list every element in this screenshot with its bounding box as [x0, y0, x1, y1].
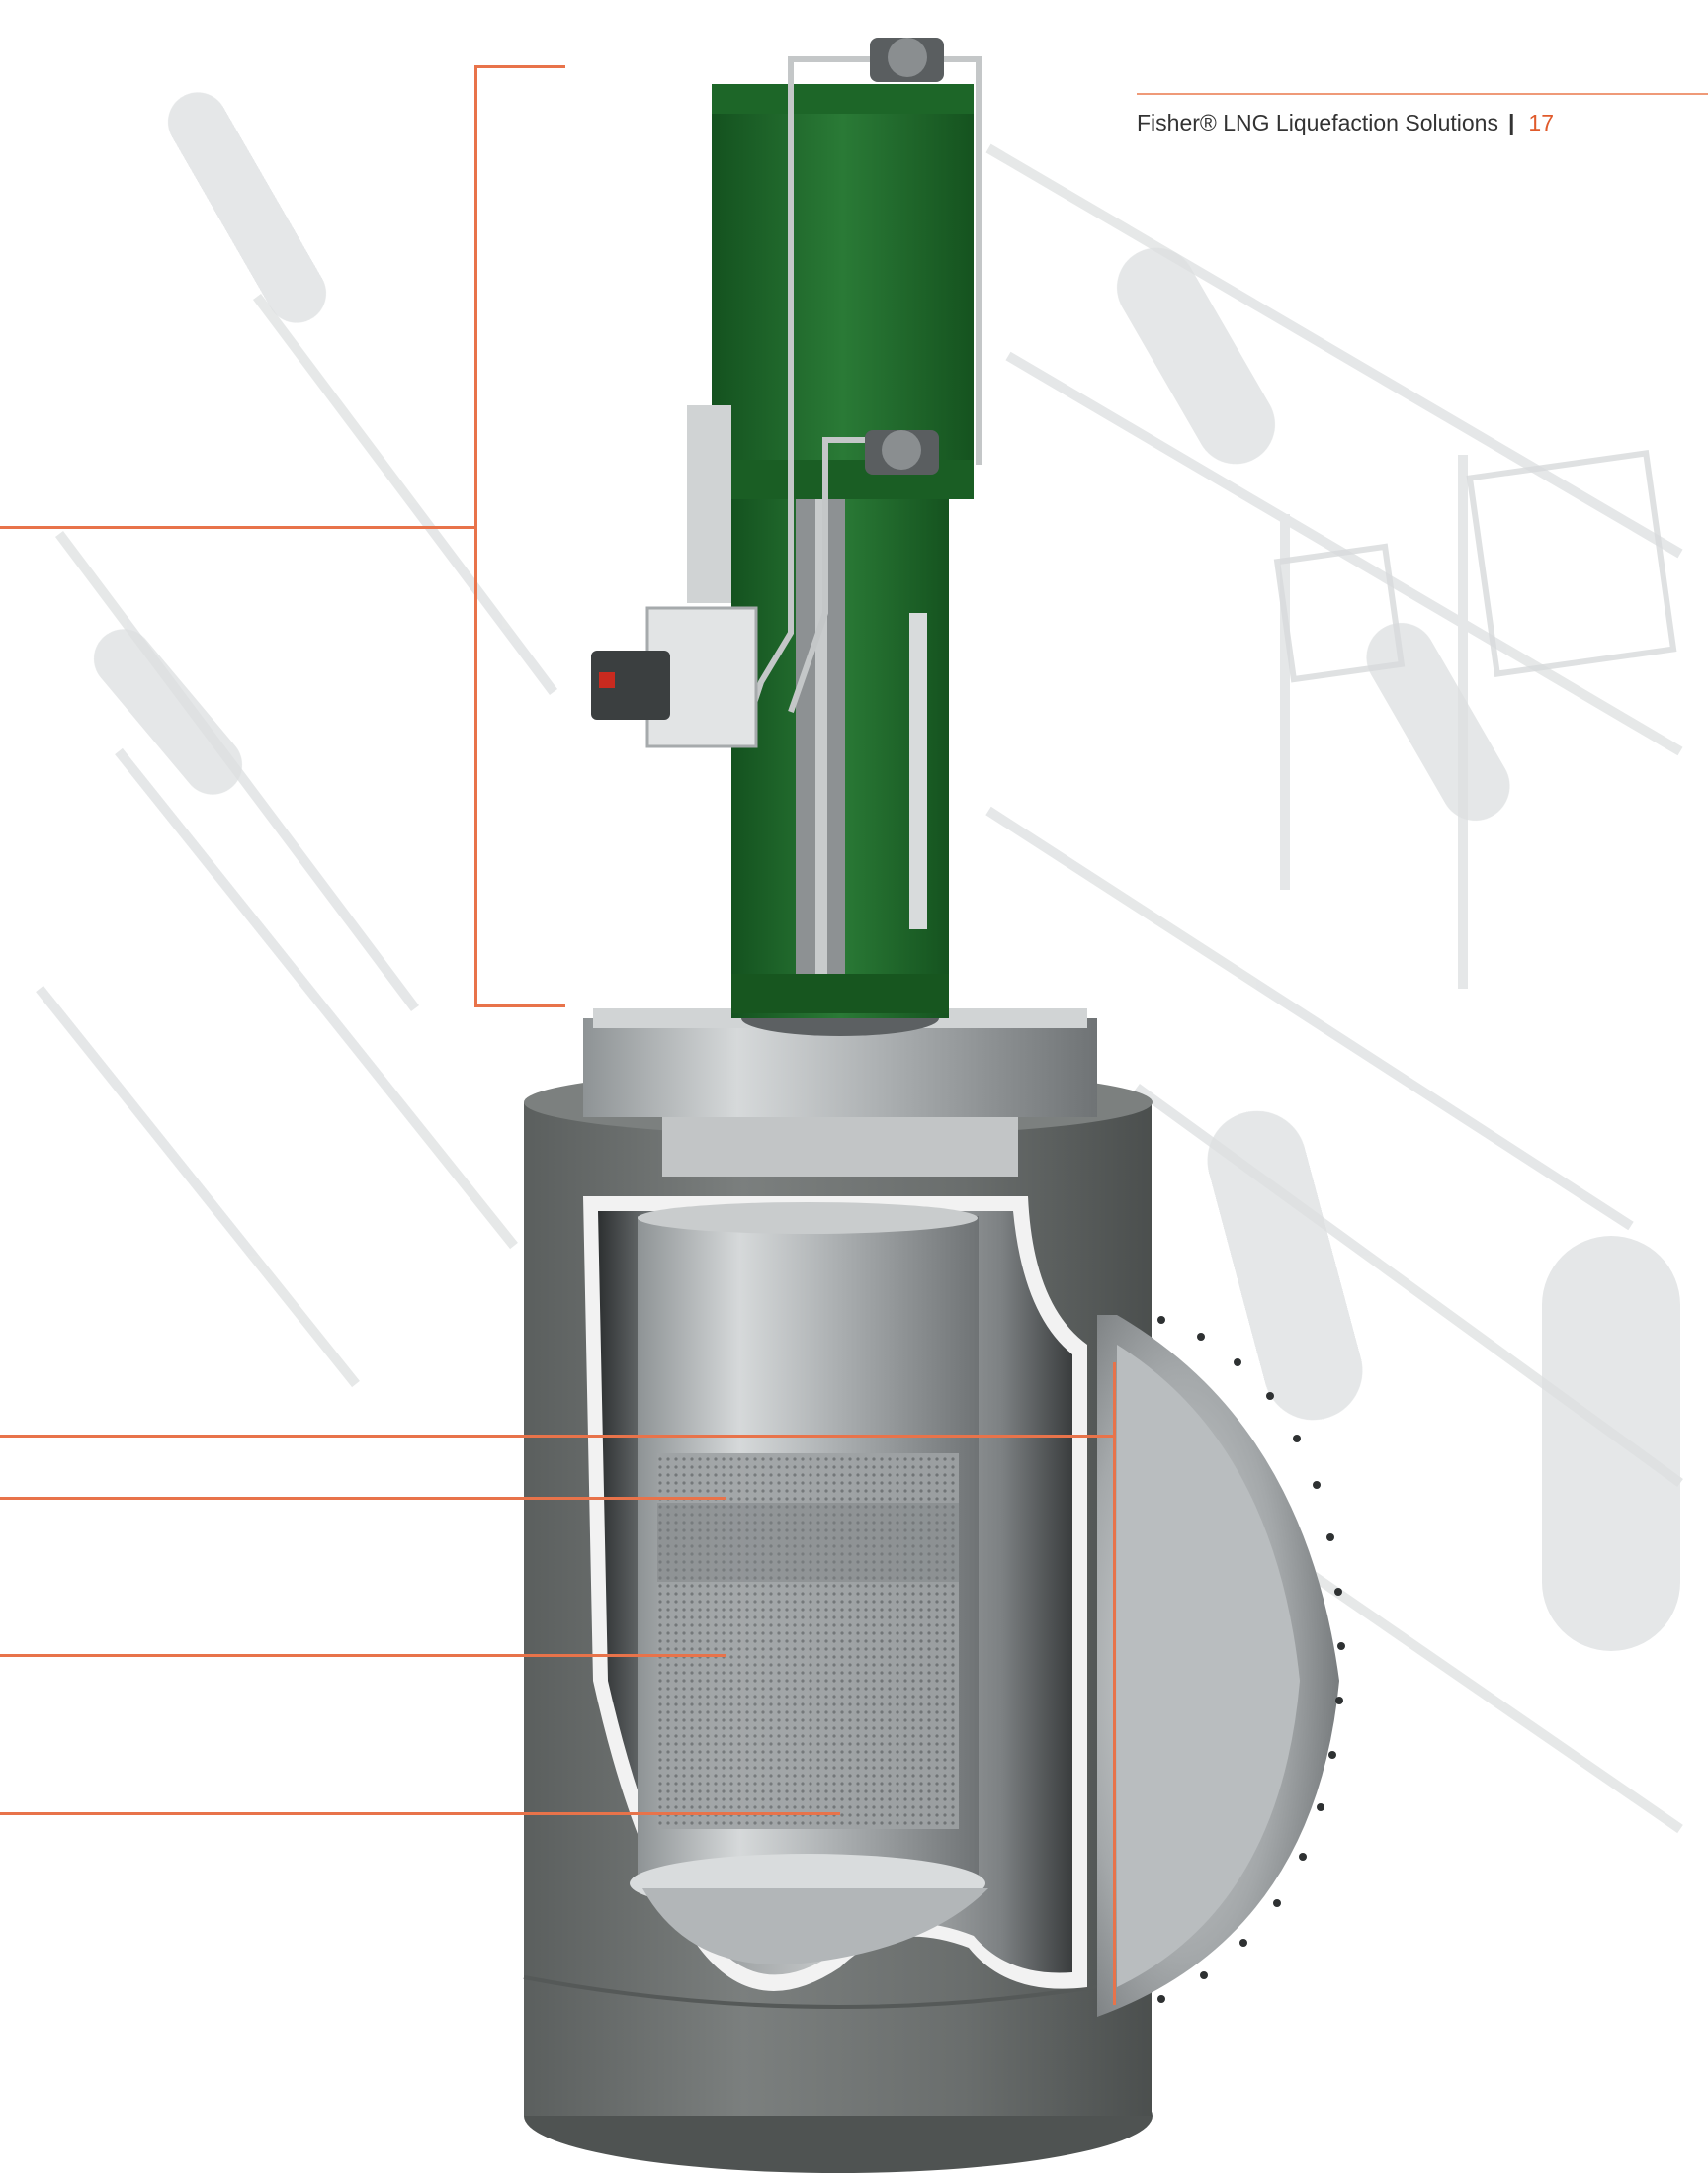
publication-title: Fisher® LNG Liquefaction Solutions — [1137, 109, 1498, 135]
callout-bracket-vertical — [474, 65, 477, 1007]
callout-line-actuator — [0, 526, 477, 529]
page-number: 17 — [1528, 109, 1554, 135]
callout-bracket-bottom — [474, 1004, 565, 1007]
callout-line-outlet — [0, 1435, 1115, 1438]
callout-bracket-top — [474, 65, 565, 68]
header-separator: | — [1507, 109, 1515, 135]
header-rule — [1137, 93, 1708, 95]
callout-outlet-vertical — [1113, 1362, 1116, 2005]
callout-line-cage-upper — [0, 1497, 726, 1500]
callout-line-cage-lower — [0, 1654, 726, 1657]
callout-line-seat — [0, 1812, 840, 1815]
running-header: Fisher® LNG Liquefaction Solutions | 17 — [1137, 103, 1554, 142]
